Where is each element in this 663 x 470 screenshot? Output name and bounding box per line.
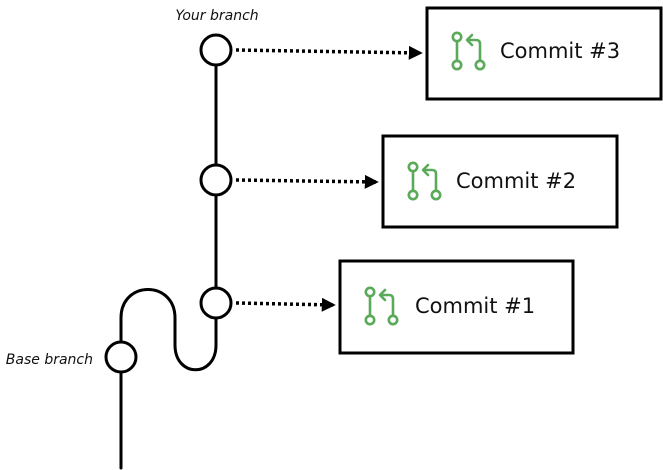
base-branch-node <box>104 340 138 374</box>
arrow-to-commit-3 <box>235 45 423 60</box>
commit-box-3: Commit #3 <box>425 6 663 101</box>
your-branch-label: Your branch <box>175 8 258 24</box>
commit-label-2: Commit #2 <box>456 169 576 193</box>
arrow-to-commit-2 <box>235 174 379 189</box>
arrow-to-commit-1 <box>235 297 336 312</box>
base-branch-label: Base branch <box>6 352 93 368</box>
commit-node-2 <box>199 163 233 197</box>
commit-label-1: Commit #1 <box>415 294 535 318</box>
commit-box-1: Commit #1 <box>338 259 575 355</box>
commit-box-2: Commit #2 <box>381 134 619 229</box>
pull-request-icon <box>407 161 442 201</box>
commit-node-3 <box>199 33 233 67</box>
pull-request-icon <box>451 31 486 71</box>
branch-connector-line <box>119 288 218 372</box>
commit-node-1 <box>199 286 233 320</box>
pull-request-icon <box>364 286 399 326</box>
commit-label-3: Commit #3 <box>500 39 620 63</box>
